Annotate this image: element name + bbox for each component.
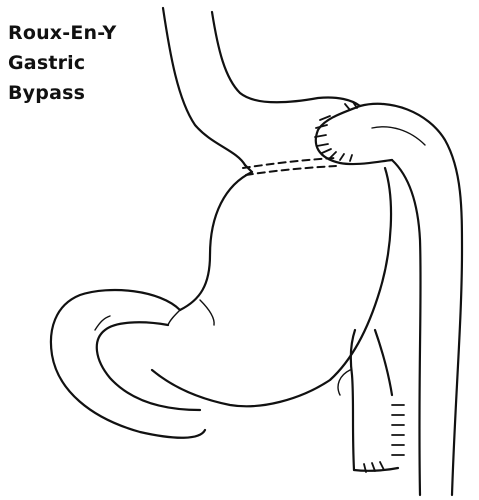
esophagus — [163, 8, 360, 165]
anastomosis-staples-upper — [315, 102, 357, 161]
anastomosis-staples-lower — [364, 405, 404, 472]
title-line-1: Roux-En-Y — [8, 18, 117, 48]
biliopancreatic-limb — [51, 290, 205, 438]
title-line-2: Gastric — [8, 48, 117, 78]
jejunojejunostomy — [338, 330, 398, 471]
diagram-title: Roux-En-Y Gastric Bypass — [8, 18, 117, 108]
gastric-pouch — [243, 106, 392, 175]
bypassed-stomach — [152, 168, 391, 406]
title-line-3: Bypass — [8, 78, 117, 108]
